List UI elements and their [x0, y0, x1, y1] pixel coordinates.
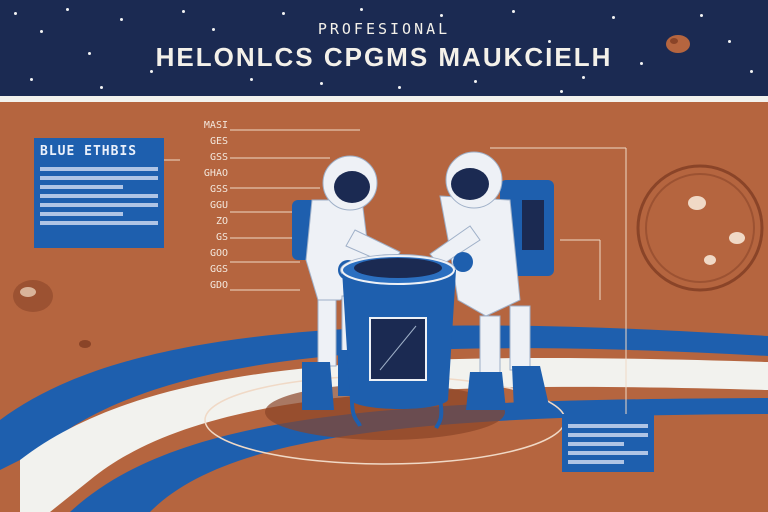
callout-label: GOO [209, 248, 228, 259]
callout-labels: MASI GES GSS GHAO GSS GGU ZO GS GOO GGS … [168, 118, 228, 294]
orbit-band-white [20, 357, 768, 512]
panel-text-line [40, 221, 158, 225]
panel-text-line [40, 167, 158, 171]
mars-scene [0, 129, 768, 512]
callout-label: GES [209, 136, 228, 147]
callout-label: GGS [209, 264, 228, 275]
asteroid-icon [666, 35, 690, 53]
callout-label: GSS [209, 184, 228, 195]
banner-divider [0, 96, 768, 102]
planet-icon [636, 164, 764, 292]
panel-text-line [568, 451, 648, 455]
barrel [340, 254, 456, 430]
callout-label: GS [215, 232, 228, 243]
astronaut-right [429, 151, 554, 410]
panel-text-line [568, 442, 624, 446]
info-panel-left: BLUE ETHBIS [34, 138, 164, 248]
info-panel-right [562, 414, 654, 472]
panel-text-line [568, 424, 648, 428]
callout-label: ZO [215, 216, 228, 227]
callout-label: GGU [209, 200, 228, 211]
panel-text-line [40, 185, 123, 189]
banner-eyebrow: PROFESIONAL [317, 20, 451, 38]
orbit-band-blue [0, 325, 768, 470]
info-panel-title: BLUE ETHBIS [40, 144, 138, 159]
panel-text-line [568, 460, 624, 464]
callout-label: GHAO [203, 168, 228, 179]
header-banner: PROFESIONAL HELONLCS CPGMS MAUKCIELH [0, 0, 768, 96]
callout-label: MASI [203, 120, 228, 131]
banner-headline: HELONLCS CPGMS MAUKCIELH [155, 42, 613, 72]
callout-label: GSS [209, 152, 228, 163]
rock-icon [13, 280, 53, 312]
panel-text-line [568, 433, 648, 437]
panel-text-line [40, 212, 123, 216]
panel-text-line [40, 194, 158, 198]
panel-text-line [40, 203, 158, 207]
callout-label: GDO [209, 280, 228, 291]
panel-text-line [40, 176, 158, 180]
